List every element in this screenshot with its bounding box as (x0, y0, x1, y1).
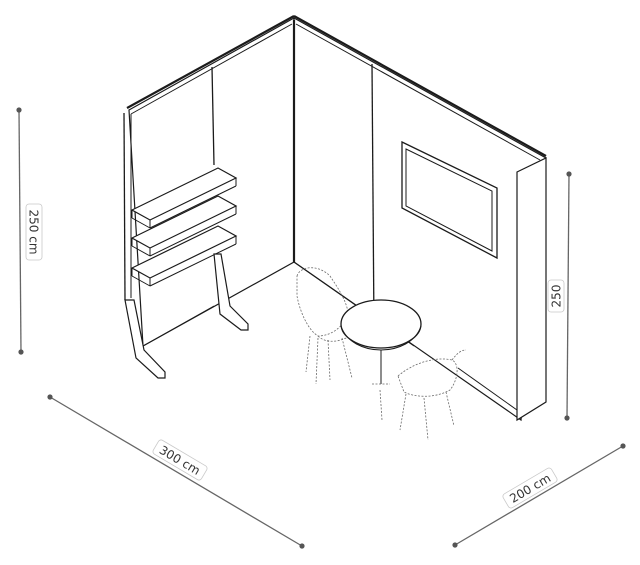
depth-end-right (620, 443, 626, 449)
height-left-label: 250 cm (27, 209, 41, 254)
depth-line (454, 445, 624, 546)
dimension-height-left: 250 cm (16, 107, 43, 355)
chair-left (296, 267, 353, 385)
dimension-height-right: 250 (547, 171, 572, 421)
tv-screen (401, 140, 498, 260)
height-left-line (18, 109, 22, 353)
round-table (340, 299, 422, 385)
height-right-label: 250 (550, 285, 564, 308)
chair-right (379, 349, 467, 441)
back-wall (292, 15, 547, 422)
height-right-end-bottom (564, 415, 570, 421)
height-left-end-bottom (18, 349, 24, 355)
dimension-depth: 200 cm (452, 443, 626, 548)
wall-feet (124, 253, 249, 379)
height-left-end-top (16, 107, 22, 113)
width-line (49, 396, 303, 547)
height-right-end-top (566, 171, 572, 177)
depth-end-left (452, 542, 458, 548)
shelving-unit (130, 167, 238, 287)
dimension-width: 300 cm (47, 394, 305, 549)
width-end-right (299, 543, 305, 549)
height-right-line (566, 173, 570, 419)
width-end-left (47, 394, 53, 400)
